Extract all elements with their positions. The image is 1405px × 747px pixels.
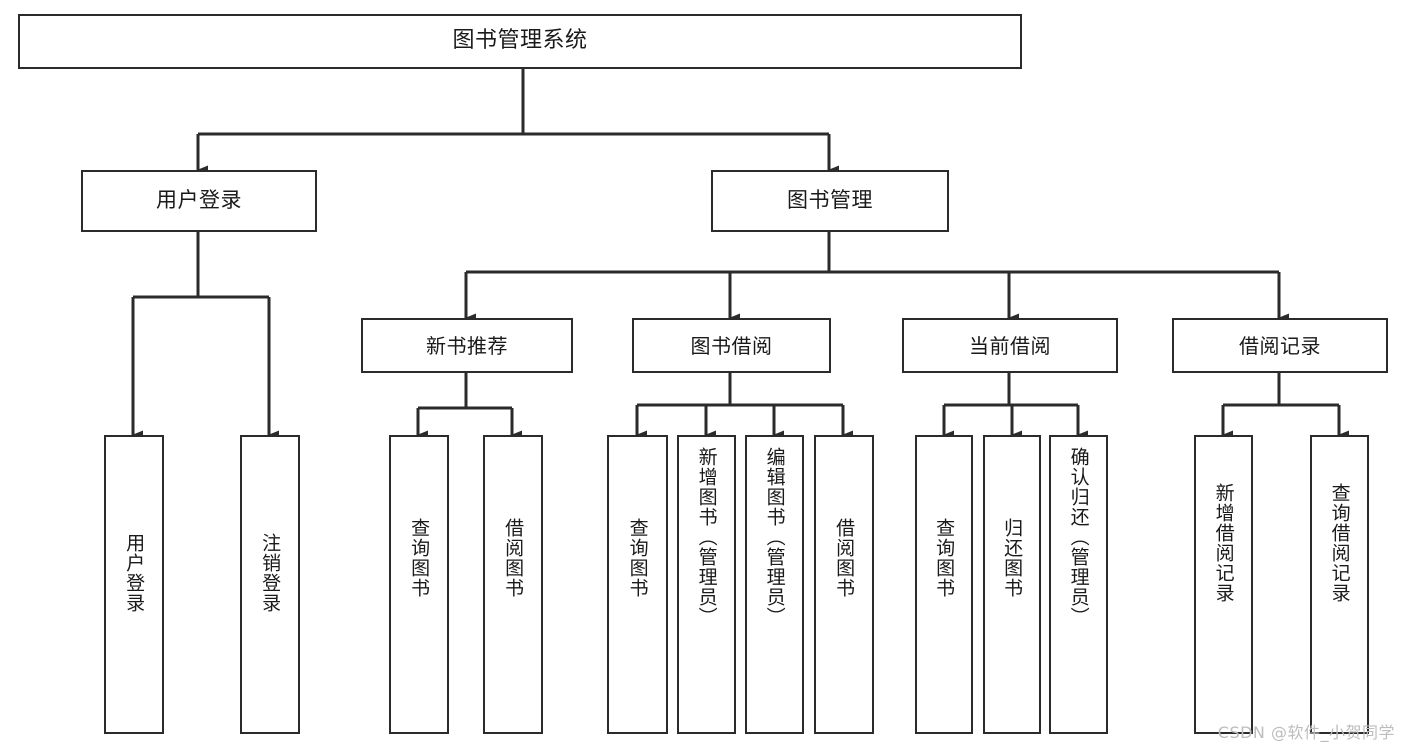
node-label: 查询图书 <box>933 518 956 598</box>
node-user-login: 用户登录 <box>81 170 317 232</box>
node-label: 确认归还（管理员） <box>1067 447 1090 627</box>
node-label: 新增图书（管理员） <box>695 447 718 627</box>
node-leaf-query-borrow-record: 查询借阅记录 <box>1310 435 1369 734</box>
node-label: 图书管理 <box>787 188 873 213</box>
node-leaf-borrow-book: 借阅图书 <box>814 435 874 734</box>
node-label: 归还图书 <box>1001 518 1024 598</box>
node-label: 用户登录 <box>156 188 242 213</box>
node-label: 编辑图书（管理员） <box>763 447 786 627</box>
node-label: 图书管理系统 <box>452 28 588 54</box>
node-leaf-edit-book: 编辑图书（管理员） <box>745 435 804 734</box>
node-label: 当前借阅 <box>969 333 1051 358</box>
node-leaf-query-book-current: 查询图书 <box>915 435 973 734</box>
node-label: 注销登录 <box>259 533 282 613</box>
node-label: 查询图书 <box>626 518 649 598</box>
node-label: 查询图书 <box>408 518 431 598</box>
node-leaf-add-book: 新增图书（管理员） <box>677 435 736 734</box>
node-borrow-record: 借阅记录 <box>1172 318 1388 373</box>
node-label: 借阅记录 <box>1239 333 1321 358</box>
node-label: 图书借阅 <box>690 333 773 358</box>
node-label: 借阅图书 <box>502 518 525 598</box>
node-book-borrow: 图书借阅 <box>632 318 831 373</box>
node-leaf-query-book-recommend: 查询图书 <box>389 435 449 734</box>
node-leaf-add-borrow-record: 新增借阅记录 <box>1194 435 1253 734</box>
node-label: 新书推荐 <box>426 333 508 358</box>
node-leaf-query-book-borrow: 查询图书 <box>607 435 668 734</box>
node-book-manage: 图书管理 <box>711 170 949 232</box>
node-leaf-user-login: 用户登录 <box>104 435 164 734</box>
node-leaf-return-book: 归还图书 <box>983 435 1041 734</box>
node-new-book-recommend: 新书推荐 <box>361 318 573 373</box>
node-label: 借阅图书 <box>833 518 856 598</box>
node-label: 查询借阅记录 <box>1328 483 1351 603</box>
node-root: 图书管理系统 <box>18 14 1022 69</box>
node-label: 新增借阅记录 <box>1212 483 1235 603</box>
node-leaf-borrow-book-recommend: 借阅图书 <box>483 435 543 734</box>
node-leaf-confirm-return: 确认归还（管理员） <box>1049 435 1108 734</box>
node-label: 用户登录 <box>123 533 146 613</box>
node-current-borrow: 当前借阅 <box>902 318 1118 373</box>
node-leaf-user-logout: 注销登录 <box>240 435 300 734</box>
